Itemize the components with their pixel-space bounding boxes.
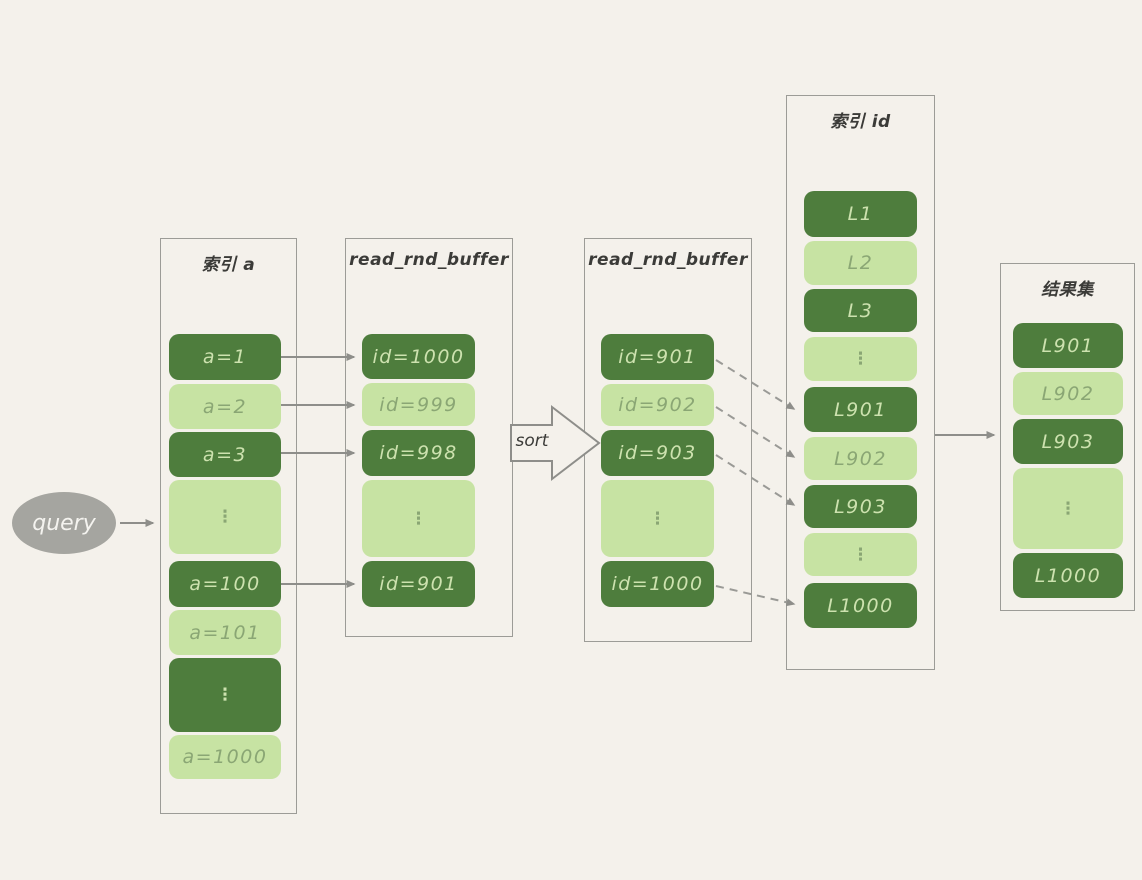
result-set-title: 结果集 bbox=[1041, 280, 1094, 300]
column-index-id-title: 索引 id bbox=[830, 112, 891, 132]
cell-L901-index: L901 bbox=[804, 387, 917, 432]
cell-a-2: a=2 bbox=[169, 384, 281, 429]
cell-L2: L2 bbox=[804, 241, 917, 285]
cell-id-1000-sorted: id=1000 bbox=[601, 561, 714, 607]
column-read-rnd-buffer-unsorted: read_rnd_buffer id=1000 id=999 id=998 ⋮ … bbox=[345, 238, 513, 637]
cell-result-dots: ⋮ bbox=[1013, 468, 1123, 549]
cell-id-903: id=903 bbox=[601, 430, 714, 476]
cell-a-1: a=1 bbox=[169, 334, 281, 380]
column-index-id: 索引 id L1 L2 L3 ⋮ L901 L902 L903 ⋮ L1000 bbox=[786, 95, 935, 670]
query-label: query bbox=[32, 510, 96, 536]
cell-indexid-dots-2: ⋮ bbox=[804, 533, 917, 576]
read-rnd-buffer-sorted-title: read_rnd_buffer bbox=[588, 250, 748, 270]
cell-id-999: id=999 bbox=[362, 383, 475, 426]
cell-buffer1-dots: ⋮ bbox=[362, 480, 475, 557]
cell-L3: L3 bbox=[804, 289, 917, 332]
cell-id-1000-unsorted: id=1000 bbox=[362, 334, 475, 379]
cell-L903-result: L903 bbox=[1013, 419, 1123, 464]
column-index-a: 索引 a a=1 a=2 a=3 ⋮ a=100 a=101 ⋮ a=1000 bbox=[160, 238, 297, 814]
cell-L903-index: L903 bbox=[804, 485, 917, 528]
cell-a-101: a=101 bbox=[169, 610, 281, 655]
cell-buffer2-dots: ⋮ bbox=[601, 480, 714, 557]
cell-L1000-result: L1000 bbox=[1013, 553, 1123, 598]
cell-L901-result: L901 bbox=[1013, 323, 1123, 368]
cell-a-dots-2: ⋮ bbox=[169, 658, 281, 732]
cell-id-998: id=998 bbox=[362, 430, 475, 476]
query-node: query bbox=[12, 492, 116, 554]
column-result-set: 结果集 L901 L902 L903 ⋮ L1000 bbox=[1000, 263, 1135, 611]
cell-L1: L1 bbox=[804, 191, 917, 237]
read-rnd-buffer-title: read_rnd_buffer bbox=[349, 250, 509, 270]
cell-a-3: a=3 bbox=[169, 432, 281, 477]
cell-a-100: a=100 bbox=[169, 561, 281, 607]
cell-a-dots-1: ⋮ bbox=[169, 480, 281, 554]
cell-indexid-dots-1: ⋮ bbox=[804, 337, 917, 381]
cell-L902-index: L902 bbox=[804, 437, 917, 480]
cell-id-901-unsorted: id=901 bbox=[362, 561, 475, 607]
cell-L902-result: L902 bbox=[1013, 372, 1123, 415]
cell-L1000-index: L1000 bbox=[804, 583, 917, 628]
column-index-a-title: 索引 a bbox=[201, 255, 256, 275]
sort-label: sort bbox=[515, 431, 549, 451]
cell-id-902: id=902 bbox=[601, 384, 714, 426]
cell-id-901-sorted: id=901 bbox=[601, 334, 714, 380]
cell-a-1000: a=1000 bbox=[169, 735, 281, 779]
column-read-rnd-buffer-sorted: read_rnd_buffer id=901 id=902 id=903 ⋮ i… bbox=[584, 238, 752, 642]
